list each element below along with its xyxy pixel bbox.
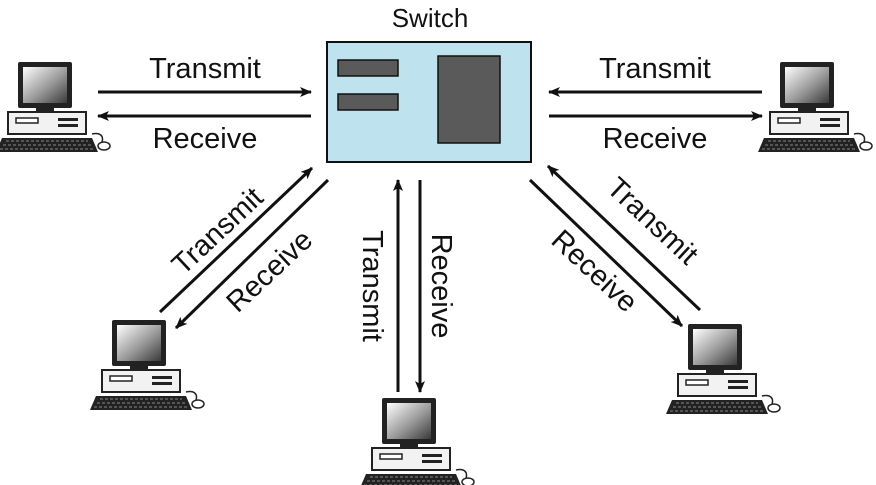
bottom-center-transmit-label: Transmit — [356, 230, 388, 342]
desktop-computer-icon — [359, 397, 475, 485]
left-receive-label: Receive — [153, 123, 258, 155]
desktop-computer-icon — [757, 61, 873, 153]
right-transmit-label: Transmit — [599, 53, 711, 85]
bottom-right-transmit-arrow — [546, 164, 702, 312]
switch-title: Switch — [392, 3, 469, 33]
right-receive-label: Receive — [603, 123, 708, 155]
switch-port-2 — [337, 93, 399, 111]
bottom-right-receive-arrow — [528, 178, 684, 328]
switch-box — [326, 41, 532, 163]
desktop-computer-icon — [89, 319, 205, 411]
desktop-computer-icon — [665, 323, 781, 415]
bottom-right-transmit-label: Transmit — [600, 172, 704, 272]
bottom-center-receive-label: Receive — [425, 234, 457, 339]
switch-panel — [437, 55, 501, 144]
left-transmit-label: Transmit — [149, 53, 261, 85]
bottom-left-transmit-arrow — [158, 166, 314, 314]
bottom-right-receive-label: Receive — [545, 224, 643, 319]
switch-port-1 — [337, 59, 399, 77]
desktop-computer-icon — [0, 61, 111, 153]
bottom-left-receive-arrow — [174, 178, 330, 330]
